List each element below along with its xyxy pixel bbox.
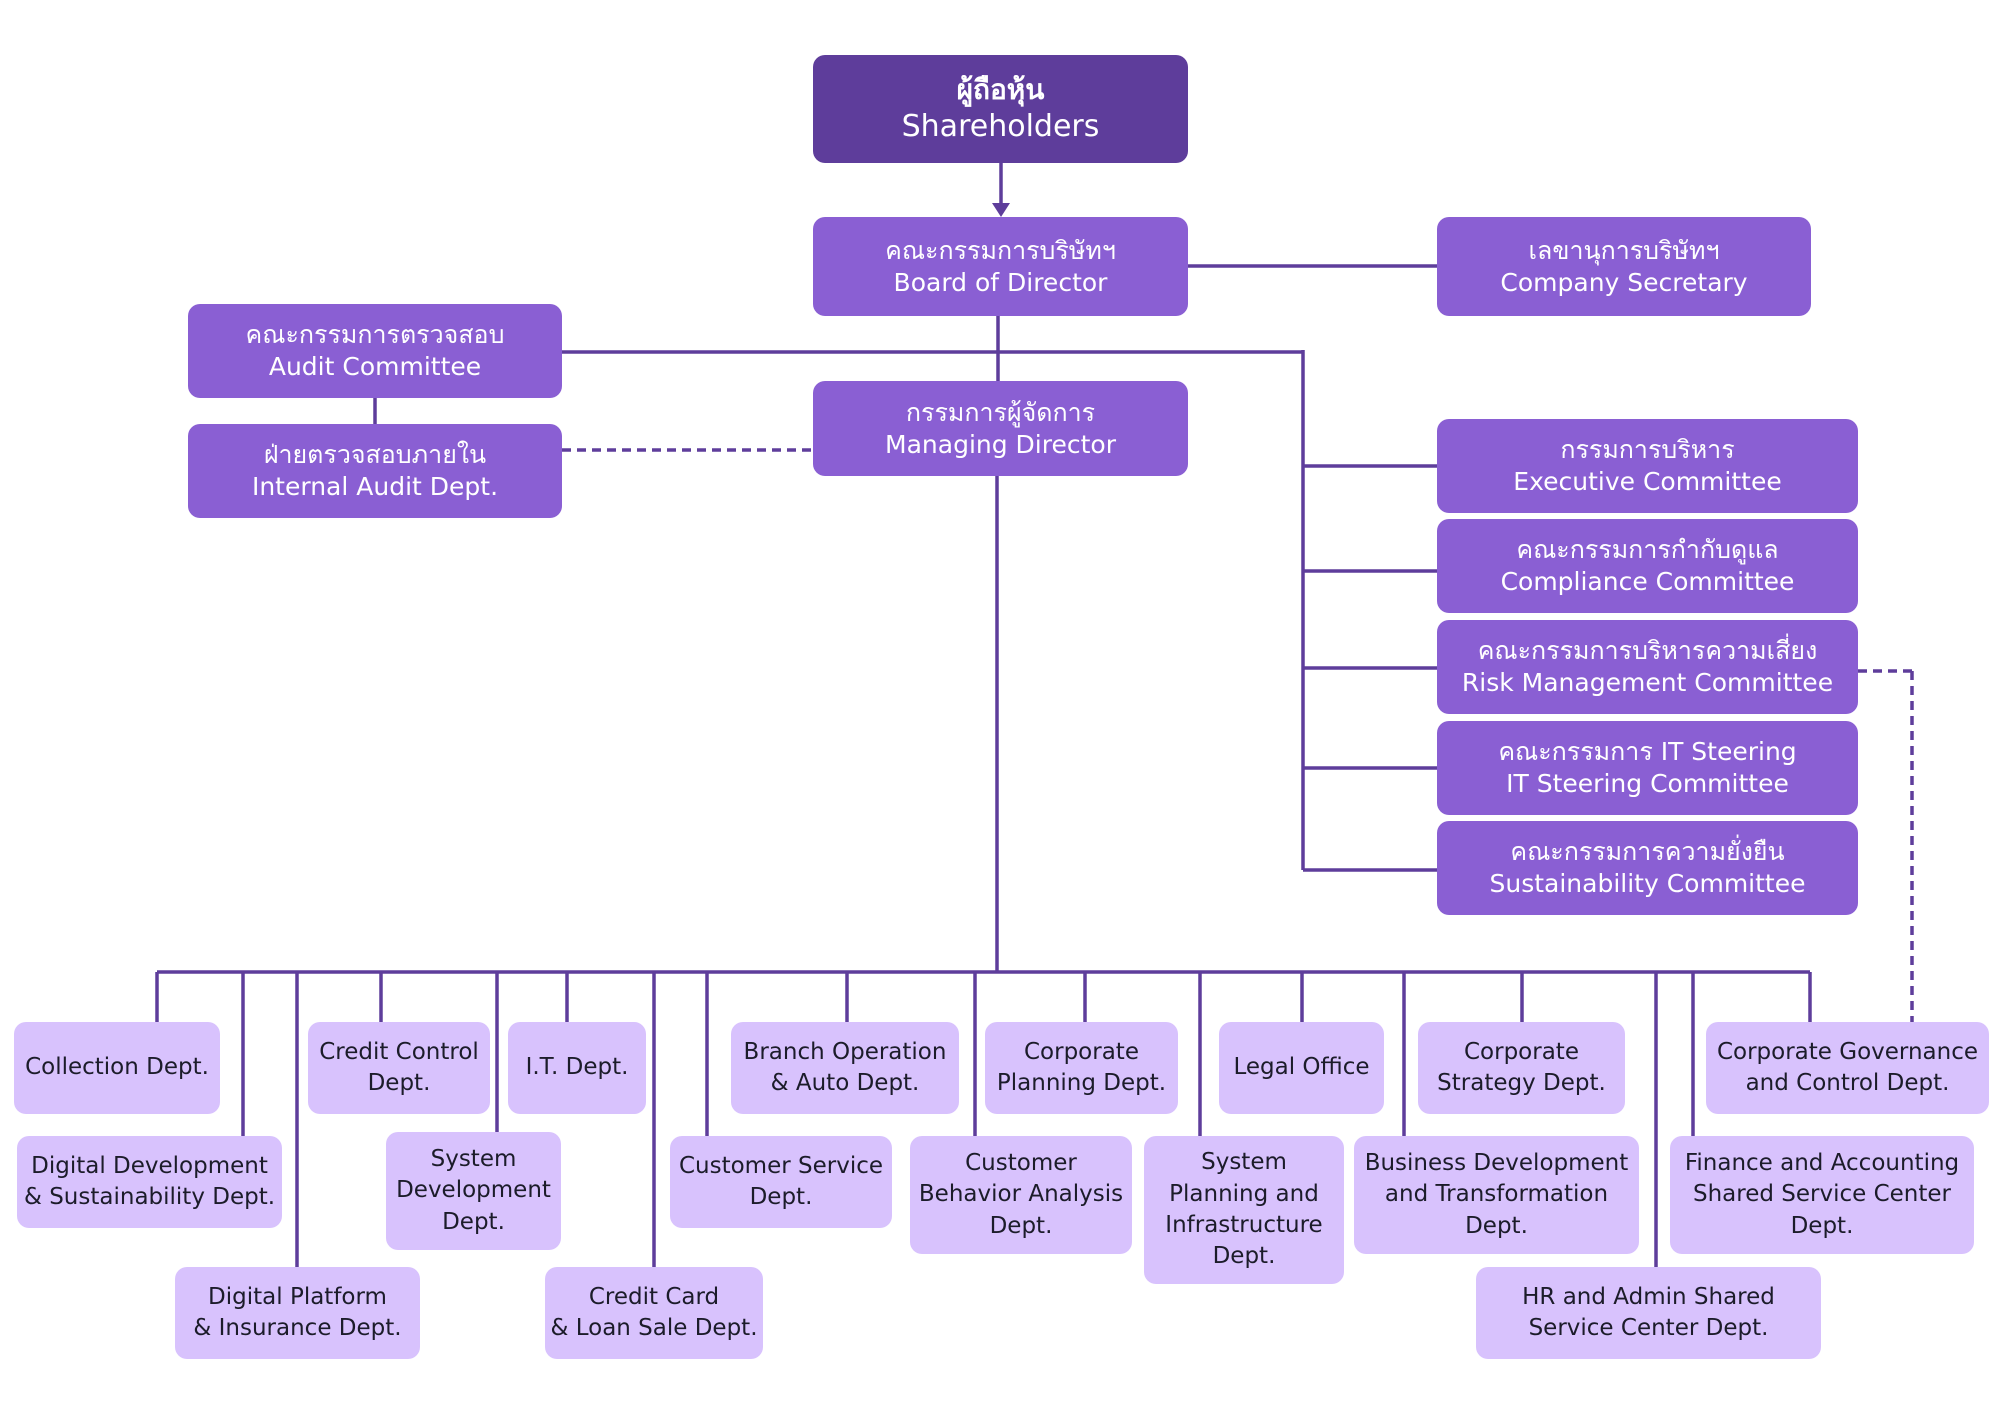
committee-th-label: คณะกรรมการ IT Steering xyxy=(1498,737,1797,766)
board-th-label: คณะกรรมการบริษัทฯ xyxy=(885,235,1116,265)
dept-label-line: Dept. xyxy=(749,1184,813,1210)
audit-committee-en-label: Audit Committee xyxy=(268,352,482,381)
committee-en-label: IT Steering Committee xyxy=(1506,769,1789,798)
audit-committee-box: คณะกรรมการตรวจสอบ Audit Committee xyxy=(188,304,562,398)
committee-en-label: Executive Committee xyxy=(1513,467,1782,496)
dept-label-line: Planning and xyxy=(1169,1180,1319,1207)
board-en-label: Board of Director xyxy=(893,267,1108,297)
legal-office-box: Legal Office xyxy=(1219,1022,1384,1114)
dept-label-line: Dept. xyxy=(989,1212,1053,1239)
dept-label-line: and Control Dept. xyxy=(1745,1070,1950,1096)
executive-committee-box: กรรมการบริหาร Executive Committee xyxy=(1437,419,1858,513)
dept-label-line: Credit Control xyxy=(319,1038,479,1065)
dept-label-line: Infrastructure xyxy=(1165,1212,1323,1238)
dept-label-line: Corporate xyxy=(1024,1038,1139,1065)
dept-label-line: Dept. xyxy=(367,1070,431,1096)
collection-dept-box: Collection Dept. xyxy=(14,1022,220,1114)
dept-label-line: I.T. Dept. xyxy=(525,1054,629,1081)
dept-label-line: Business Development xyxy=(1364,1150,1629,1177)
committee-th-label: คณะกรรมการความยั่งยืน xyxy=(1510,837,1785,866)
dept-label-line: & Sustainability Dept. xyxy=(23,1184,276,1210)
secretary-en-label: Company Secretary xyxy=(1500,267,1748,297)
dept-label-line: Finance and Accounting xyxy=(1684,1150,1960,1177)
dept-label-line: System xyxy=(430,1146,517,1173)
dept-label-line: Digital Platform xyxy=(208,1283,387,1310)
shareholders-th-label: ผู้ถือหุ้น xyxy=(956,72,1045,106)
committee-en-label: Risk Management Committee xyxy=(1461,668,1834,697)
dept-label-line: Dept. xyxy=(1212,1243,1276,1270)
committee-th-label: คณะกรรมการบริหารความเสี่ยง xyxy=(1477,636,1818,665)
dept-label-line: Dept. xyxy=(1465,1212,1528,1239)
it-steering-committee-box: คณะกรรมการ IT Steering IT Steering Commi… xyxy=(1437,721,1858,815)
company-secretary-box: เลขานุการบริษัทฯ Company Secretary xyxy=(1437,217,1811,316)
dept-label-line: Strategy Dept. xyxy=(1437,1070,1606,1096)
it-dept-box: I.T. Dept. xyxy=(508,1022,646,1114)
dept-label-line: Digital Development xyxy=(31,1152,268,1179)
committee-en-label: Sustainability Committee xyxy=(1489,869,1806,898)
shareholders-en-label: Shareholders xyxy=(901,108,1100,144)
credit-card-dept-box: Credit Card & Loan Sale Dept. xyxy=(545,1267,763,1359)
dept-label-line: Branch Operation xyxy=(743,1038,947,1065)
branch-operation-dept-box: Branch Operation & Auto Dept. xyxy=(731,1022,959,1114)
dept-label-line: Dept. xyxy=(1790,1212,1854,1239)
dept-label-line: Legal Office xyxy=(1233,1054,1370,1081)
committee-en-label: Compliance Committee xyxy=(1500,567,1795,596)
risk-management-committee-box: คณะกรรมการบริหารความเสี่ยง Risk Manageme… xyxy=(1437,620,1858,714)
dept-label-line: Customer Service xyxy=(678,1152,884,1179)
dept-label-line: & Insurance Dept. xyxy=(193,1315,402,1341)
dept-label-line: System xyxy=(1201,1149,1287,1176)
secretary-th-label: เลขานุการบริษัทฯ xyxy=(1528,235,1720,265)
dept-label-line: & Auto Dept. xyxy=(770,1070,920,1096)
dept-label-line: Development xyxy=(396,1177,551,1204)
managing-director-th-label: กรรมการผู้จัดการ xyxy=(905,397,1096,427)
managing-director-box: กรรมการผู้จัดการ Managing Director xyxy=(813,381,1188,476)
dept-label-line: and Transformation xyxy=(1384,1181,1609,1208)
dept-label-line: Credit Card xyxy=(588,1283,720,1310)
dept-label-line: & Loan Sale Dept. xyxy=(550,1315,758,1341)
corporate-governance-dept-box: Corporate Governance and Control Dept. xyxy=(1706,1022,1989,1114)
dept-label-line: Dept. xyxy=(442,1208,505,1235)
dept-label-line: Shared Service Center xyxy=(1692,1181,1951,1208)
dept-label-line: Behavior Analysis xyxy=(918,1181,1124,1208)
board-of-director-box: คณะกรรมการบริษัทฯ Board of Director xyxy=(813,217,1188,316)
digital-platform-dept-box: Digital Platform & Insurance Dept. xyxy=(175,1267,420,1359)
arrow-head-icon xyxy=(992,203,1010,217)
dept-label-line: Customer xyxy=(965,1150,1077,1177)
internal-audit-box: ฝ่ายตรวจสอบภายใน Internal Audit Dept. xyxy=(188,424,562,518)
audit-committee-th-label: คณะกรรมการตรวจสอบ xyxy=(245,320,505,349)
dept-label-line: Service Center Dept. xyxy=(1528,1315,1769,1341)
dept-label-line: Planning Dept. xyxy=(996,1070,1167,1096)
internal-audit-th-label: ฝ่ายตรวจสอบภายใน xyxy=(263,440,487,469)
dept-label-line: HR and Admin Shared xyxy=(1522,1283,1775,1310)
committee-th-label: คณะกรรมการกำกับดูแล xyxy=(1516,535,1779,564)
dept-label-line: Corporate Governance xyxy=(1716,1038,1979,1065)
managing-director-en-label: Managing Director xyxy=(885,429,1116,459)
internal-audit-en-label: Internal Audit Dept. xyxy=(251,472,499,501)
sustainability-committee-box: คณะกรรมการความยั่งยืน Sustainability Com… xyxy=(1437,821,1858,915)
committee-th-label: กรรมการบริหาร xyxy=(1560,435,1735,464)
dept-label-line: Collection Dept. xyxy=(25,1054,209,1081)
dept-label-line: Corporate xyxy=(1464,1038,1579,1065)
compliance-committee-box: คณะกรรมการกำกับดูแล Compliance Committee xyxy=(1437,519,1858,613)
digital-development-dept-box: Digital Development & Sustainability Dept… xyxy=(17,1136,282,1228)
shareholders-box: ผู้ถือหุ้น Shareholders xyxy=(813,55,1188,163)
